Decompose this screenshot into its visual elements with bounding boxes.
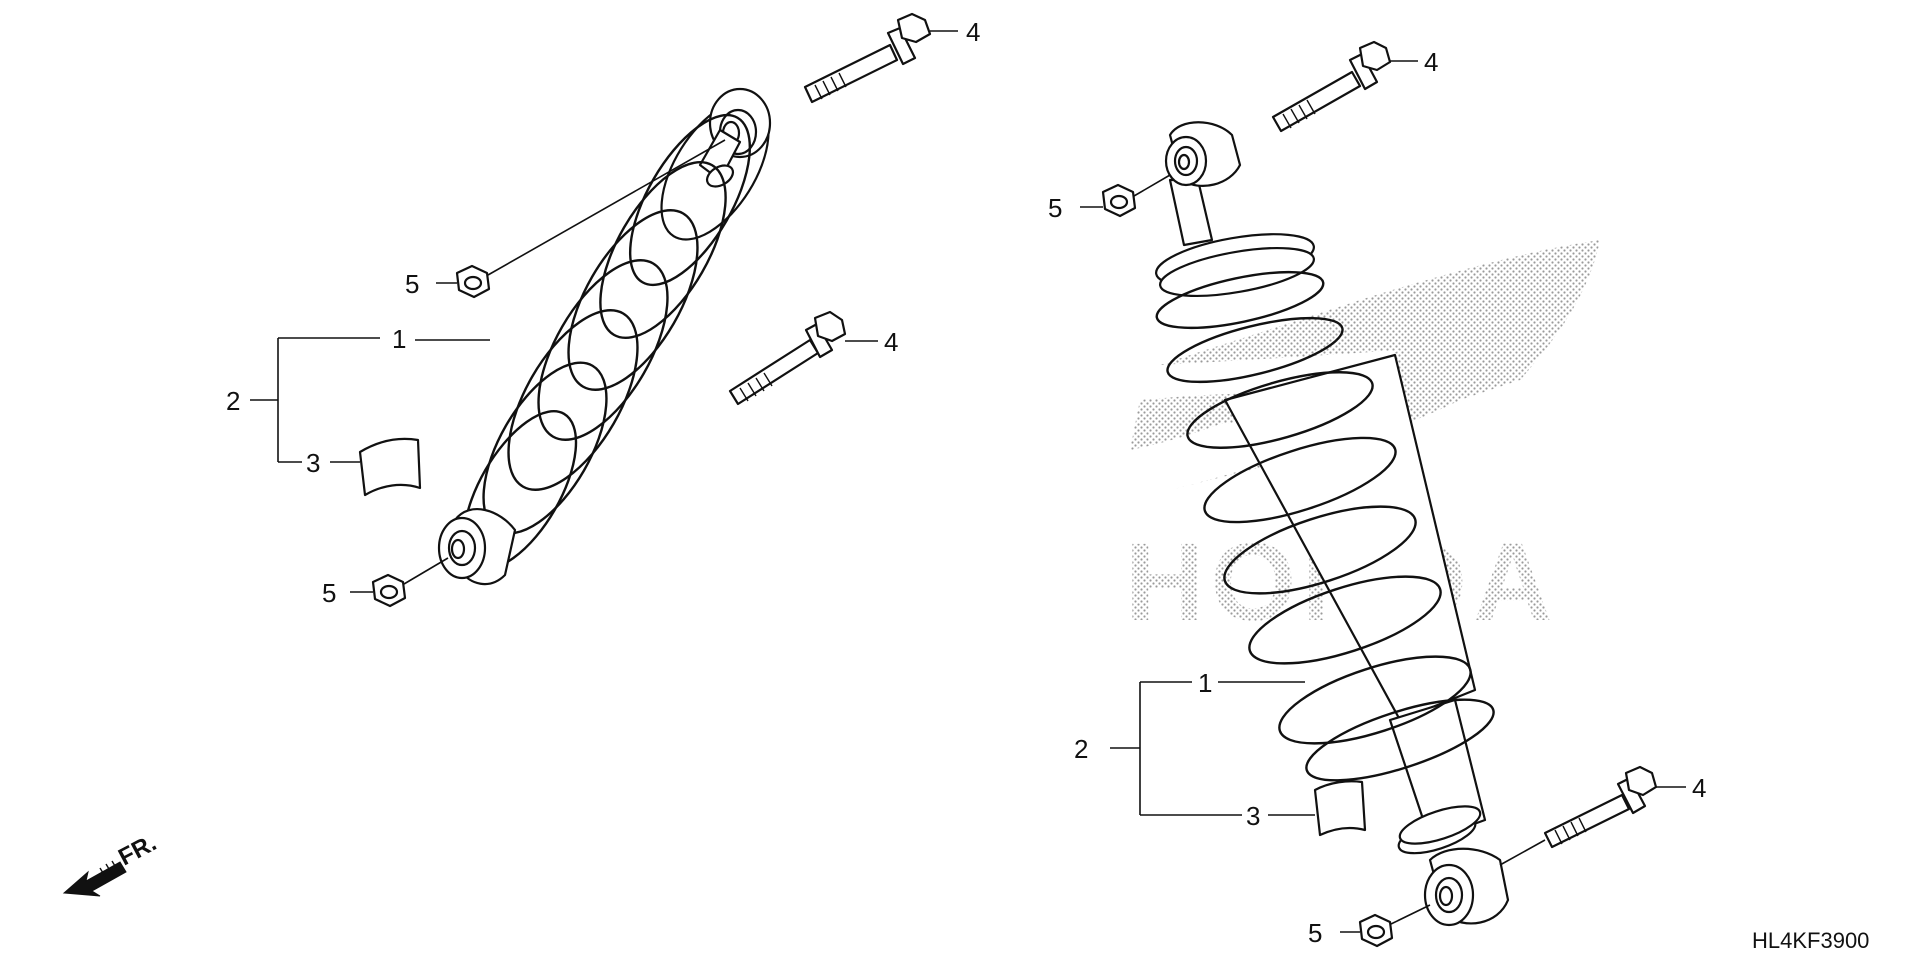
right-bolt-top <box>1271 40 1418 133</box>
callout-left-bolt-mid: 4 <box>884 327 898 357</box>
callout-right-sticker: 3 <box>1246 801 1260 831</box>
left-callout-lines <box>250 337 490 463</box>
right-shock-assembly <box>1080 40 1686 948</box>
callout-left-bolt-top: 4 <box>966 17 980 47</box>
right-spring-seat <box>1155 233 1315 298</box>
left-shock-assembly <box>250 12 958 608</box>
left-coil-spring <box>462 113 752 570</box>
left-bolt-mid <box>728 310 878 406</box>
left-label-sticker <box>358 437 422 497</box>
callout-left-nut-bottom: 5 <box>322 578 336 608</box>
left-nut-bottom <box>350 557 449 608</box>
callout-right-bolt-bottom: 4 <box>1692 773 1706 803</box>
right-shock-bottom-mount <box>1423 847 1510 927</box>
left-nut-top <box>436 139 726 299</box>
right-callout-lines <box>1110 681 1315 816</box>
callout-left-nut-top: 5 <box>405 269 419 299</box>
callout-labels: 4 4 5 5 1 2 3 4 4 5 5 1 2 3 <box>226 17 1706 948</box>
callout-left-spring: 1 <box>392 324 406 354</box>
right-damper-body <box>1223 353 1487 855</box>
callout-right-spring: 1 <box>1198 668 1212 698</box>
callout-left-assembly: 2 <box>226 386 240 416</box>
part-code: HL4KF3900 <box>1752 928 1869 953</box>
right-coil-spring <box>1155 270 1495 782</box>
callout-right-assembly: 2 <box>1074 734 1088 764</box>
right-shock-top-mount <box>1164 121 1242 247</box>
right-nut-top <box>1080 174 1171 218</box>
right-bolt-bottom <box>1499 765 1686 866</box>
right-label-sticker <box>1313 780 1367 837</box>
right-nut-bottom <box>1340 904 1431 948</box>
left-shock-bottom-mount <box>437 508 517 586</box>
callout-right-bolt-top: 4 <box>1424 47 1438 77</box>
left-shock-top-mount <box>660 87 772 241</box>
callout-left-sticker: 3 <box>306 448 320 478</box>
callout-right-nut-bottom: 5 <box>1308 918 1322 948</box>
front-arrow-icon <box>62 861 127 897</box>
callout-right-nut-top: 5 <box>1048 193 1062 223</box>
left-bolt-top <box>803 12 958 104</box>
front-direction-indicator: FR. <box>62 829 161 897</box>
